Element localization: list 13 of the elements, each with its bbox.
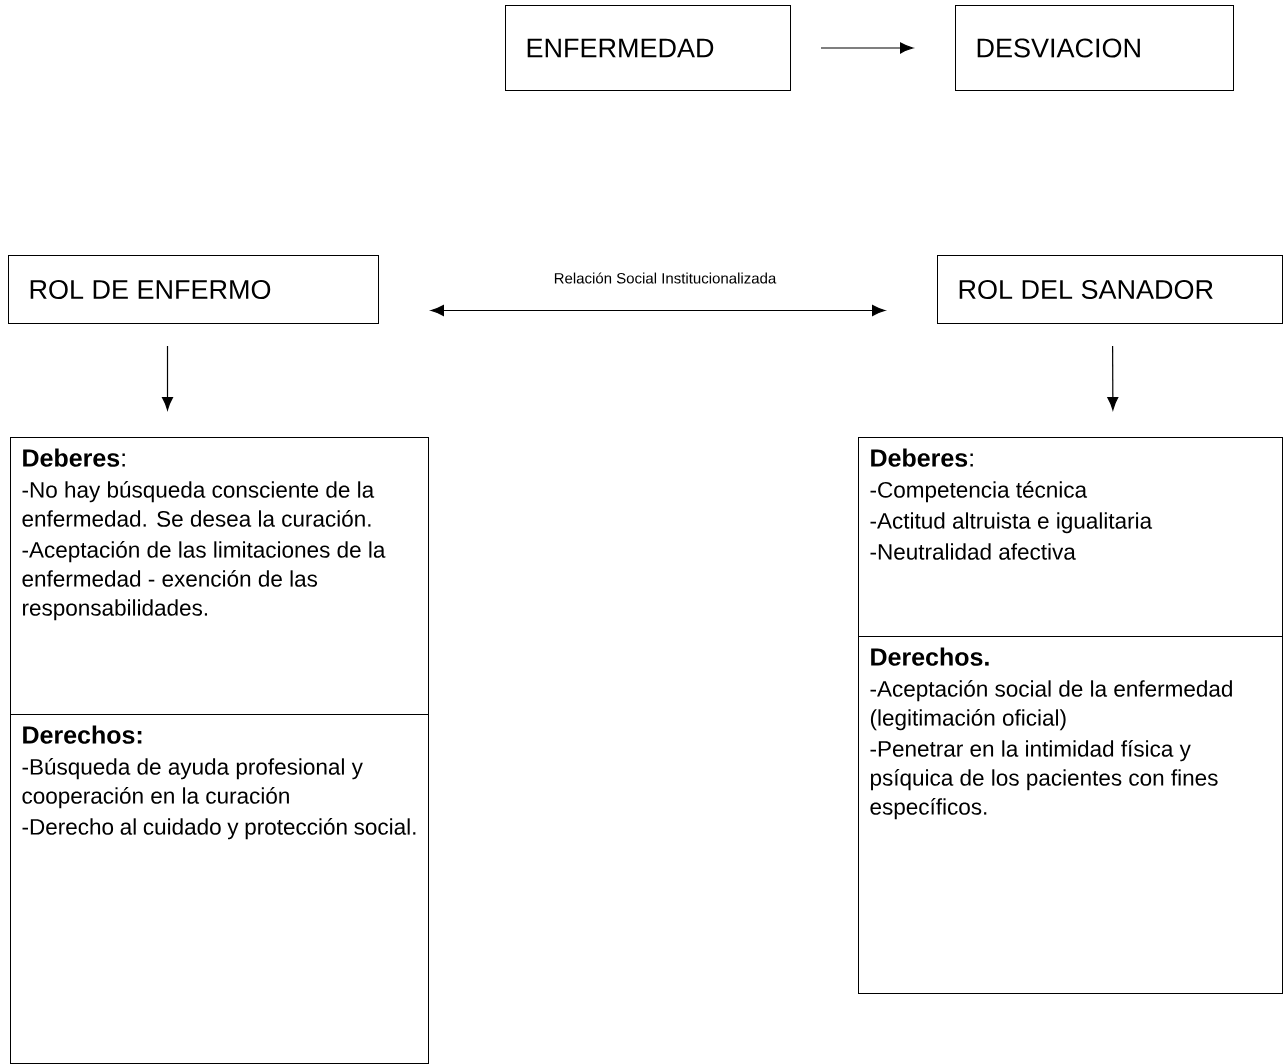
arrow <box>820 42 914 54</box>
section-box: Derechos. -Aceptación social de la enfermedad (legitimación oficial) -Penetrar en la intimidad física y psíquica de los pacientes con fines específicos. <box>858 636 1283 994</box>
section-box: Deberes: -Competencia técnica -Actitud altruista e igualitaria -Neutralidad afectiva <box>858 437 1283 637</box>
section-box: Deberes: -No hay búsqueda consciente de la enfermedad. Se desea la curación. -Aceptación de las limitaciones de la enfermedad - exención de las responsabilidades. <box>10 437 429 715</box>
title-box: DESVIACION <box>955 5 1234 91</box>
title-box: ROL DE ENFERMO <box>8 255 379 324</box>
title-box: ROL DEL SANADOR <box>937 255 1283 324</box>
arrow <box>162 345 173 411</box>
arrow <box>1107 345 1119 411</box>
section-box: Derechos: -Búsqueda de ayuda profesional y cooperación en la curación -Derecho al cuidado y protección social. <box>10 714 429 1064</box>
title-box: ENFERMEDAD <box>505 5 791 91</box>
arrow <box>430 304 886 317</box>
edge-label: Relación Social Institucionalizada <box>552 271 778 285</box>
